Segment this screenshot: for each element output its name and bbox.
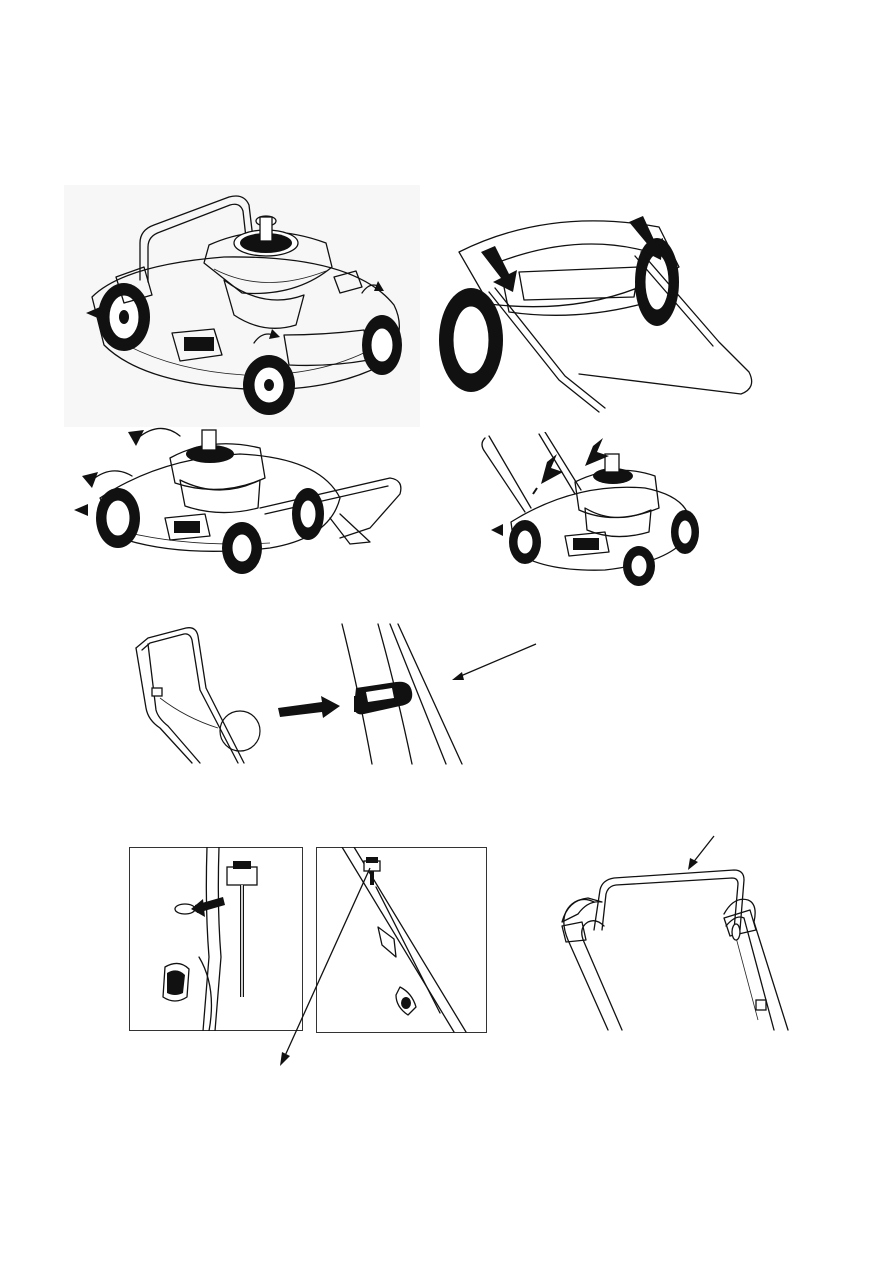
figure-control-bar [548,830,798,1035]
pointer-arrow-icon [688,858,698,870]
figure-mower-rear-view [64,185,420,427]
figure-handle-unfold [70,418,410,578]
detail-arrow [278,696,340,718]
pointer-arrow-icon [452,672,464,680]
figure-knob-pointer [270,862,380,1068]
figure-cable-clip [126,618,556,770]
figure-handle-bolts [475,432,735,590]
detail-circle [220,711,260,751]
pointer-arrow-icon [280,1052,290,1066]
figure-handle-brackets [429,212,761,426]
